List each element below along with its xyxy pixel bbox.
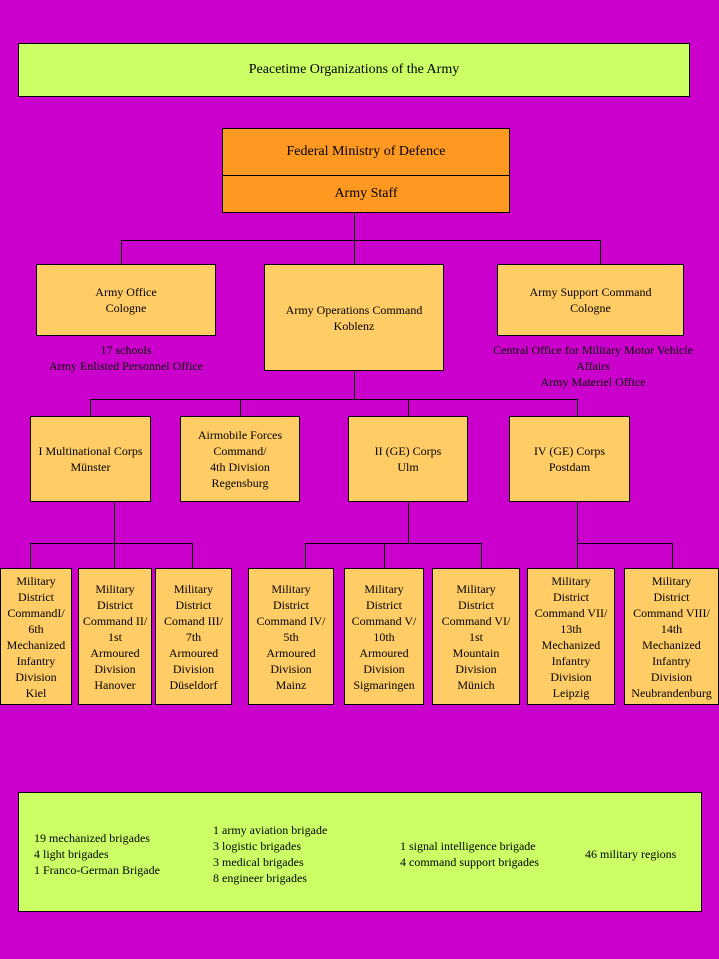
corps-box-4: IV (GE) Corps Postdam [509, 416, 630, 502]
district-box-1: Military District CommandI/ 6th Mechaniz… [0, 568, 72, 705]
connector [577, 399, 578, 416]
connector [192, 543, 193, 569]
district-box-7: Military District Command VII/ 13th Mech… [527, 568, 615, 705]
connector [408, 399, 409, 416]
page-title: Peacetime Organizations of the Army [18, 43, 690, 97]
summary-box [18, 792, 702, 912]
district-box-4: Military District Command IV/ 5th Armour… [248, 568, 334, 705]
connector [30, 543, 193, 544]
connector [354, 213, 355, 241]
summary-column-3: 1 signal intelligence brigade 4 command … [400, 839, 539, 869]
district-box-8: Military District Command VIII/ 14th Mec… [624, 568, 719, 705]
connector [481, 543, 482, 569]
army-office-note: 17 schools Army Enlisted Personnel Offic… [48, 343, 204, 373]
army-staff-box: Army Staff [222, 175, 510, 213]
army-support-note: Central Office for Military Motor Vehicl… [493, 343, 693, 389]
connector [240, 399, 241, 416]
connector [30, 543, 31, 569]
district-box-2: Military District Command II/ 1st Armour… [78, 568, 152, 705]
army-office-box: Army Office Cologne [36, 264, 216, 336]
connector [577, 543, 673, 544]
connector [121, 240, 122, 265]
connector [354, 240, 355, 265]
army-support-command-box: Army Support Command Cologne [497, 264, 684, 336]
connector [577, 543, 578, 569]
district-box-6: Military District Command VI/ 1st Mounta… [432, 568, 520, 705]
district-box-5: Military District Command V/ 10th Armour… [344, 568, 424, 705]
connector [305, 543, 482, 544]
connector [672, 543, 673, 569]
connector [114, 543, 115, 569]
connector [305, 543, 306, 569]
ministry-box: Federal Ministry of Defence [222, 128, 510, 176]
district-box-3: Military District Comand III/ 7th Armour… [155, 568, 232, 705]
corps-box-2: Airmobile Forces Command/ 4th Division R… [180, 416, 300, 502]
connector [384, 543, 385, 569]
connector [577, 502, 578, 544]
summary-column-4: 46 military regions [585, 847, 677, 861]
connector [600, 240, 601, 265]
summary-column-2: 1 army aviation brigade 3 logistic briga… [213, 823, 328, 885]
connector [90, 399, 578, 400]
army-operations-command-box: Army Operations Command Koblenz [264, 264, 444, 371]
connector [408, 502, 409, 544]
connector [114, 502, 115, 544]
summary-column-1: 19 mechanized brigades 4 light brigades … [34, 831, 160, 877]
corps-box-3: II (GE) Corps Ulm [348, 416, 468, 502]
connector [121, 240, 601, 241]
connector [354, 371, 355, 400]
connector [90, 399, 91, 416]
corps-box-1: I Multinational Corps Münster [30, 416, 151, 502]
